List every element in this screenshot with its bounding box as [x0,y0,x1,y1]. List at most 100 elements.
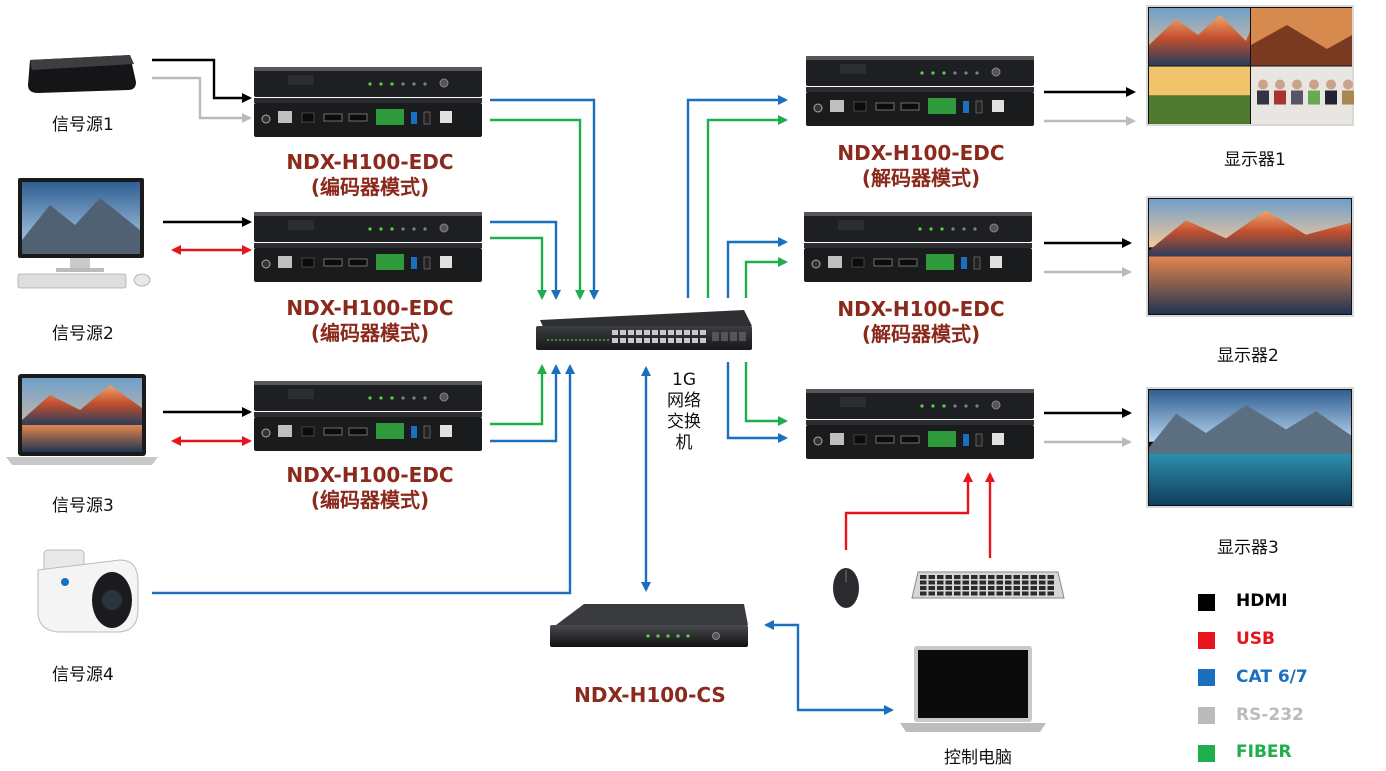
keyboard-key [1047,591,1054,596]
power-button [991,400,1001,410]
dc-port [813,103,823,113]
front-panel-display [288,220,314,230]
controller-led [656,634,660,638]
front-panel-bezel [806,389,1034,393]
source-4-camera [37,549,139,633]
legend-swatch-fiber [1198,745,1215,762]
media-box-top [30,55,134,70]
terminal-block [376,254,404,270]
switch-port [660,330,666,335]
power-button [439,392,449,402]
status-led [390,82,394,86]
keyboard-key [971,580,978,585]
laptop-mountain [22,385,142,425]
person-body [1291,90,1303,105]
usb-host-port [440,111,452,123]
keyboard-key [996,580,1003,585]
decoder-1-mode: (解码器模式) [861,166,981,190]
status-led [931,404,935,408]
keyboard-key [1013,591,1020,596]
keyboard-key [928,575,935,579]
switch-port [668,330,674,335]
dc-port [261,428,271,438]
controller-led [676,634,680,638]
keyboard-key [988,591,995,596]
lan-port [830,100,844,112]
keyboard [17,273,127,289]
keyboard-key [962,591,969,596]
wire-decoder2-fiber [744,257,788,298]
status-led [920,404,924,408]
keyboard-key [971,586,978,590]
front-panel [254,67,482,97]
keyboard-key [1039,591,1046,596]
keyboard-key [937,586,944,590]
person-head [1343,79,1353,90]
hdmi-out-port [898,258,918,267]
keyboard-key [920,591,927,596]
wire-decoder1-fiber [706,115,788,298]
keyboard-key [1013,580,1020,585]
network-switch-label: 1G 网络 交换 机 [664,370,704,454]
usb-host-port [440,425,452,437]
dc-port [261,259,271,269]
keyboard-key [1030,586,1037,590]
keyboard-key [954,591,961,596]
legend-swatch-cat [1198,669,1215,686]
switch-port [692,338,698,343]
status-led [412,82,416,86]
wire-source1-hdmi [152,58,252,103]
status-led [951,227,955,231]
controller-led [646,634,650,638]
hdmi-in-port [875,435,895,444]
keyboard-key [928,580,935,585]
usb-host-port [990,256,1002,268]
hdmi-in-port [323,427,343,436]
status-led [942,71,946,75]
lan-port [278,425,292,437]
terminal-block [376,423,404,439]
keyboard-key [962,586,969,590]
keyboard-key [937,591,944,596]
keyboard-key [937,575,944,579]
wire-encoder1-fiber [490,118,585,300]
display-3-label: 显示器3 [1217,538,1279,558]
source-4-label: 信号源4 [52,665,114,685]
switch-label-line-4: 机 [675,433,693,453]
encoder-3-device [254,381,482,451]
status-led [390,396,394,400]
controller-led [686,634,690,638]
sfp-port [853,101,867,112]
keyboard-key [954,586,961,590]
wire-decoder2-cat [726,237,788,298]
switch-port [620,330,626,335]
decoder-1-device [806,56,1034,126]
status-led [953,404,957,408]
front-panel [806,389,1034,419]
wire-mouse-usb [844,472,973,550]
encoder-1-mode: (编码器模式) [310,175,430,199]
switch-port [660,338,666,343]
keyboard-key [988,580,995,585]
keyboard-key [979,591,986,596]
unit-gap [254,412,482,417]
source-3-laptop [6,374,158,465]
rear-panel [254,103,482,137]
keyboard-key [1039,580,1046,585]
source-1-media-box [28,55,136,93]
legend-label-usb: USB [1236,629,1276,649]
sfp-port [301,426,315,437]
keyboard-key [1047,580,1054,585]
keyboard-key [937,580,944,585]
status-led [962,227,966,231]
rear-panel [806,425,1034,459]
wire-source4-cat [152,364,575,595]
wire-decoder3-fiber [744,362,788,426]
quadrant-mountain [1149,15,1250,66]
keyboard-key [971,591,978,596]
controller-top [556,604,748,625]
terminal-block [926,254,954,270]
person-head [1309,79,1319,90]
keyboard-key [979,575,986,579]
status-led [379,396,383,400]
